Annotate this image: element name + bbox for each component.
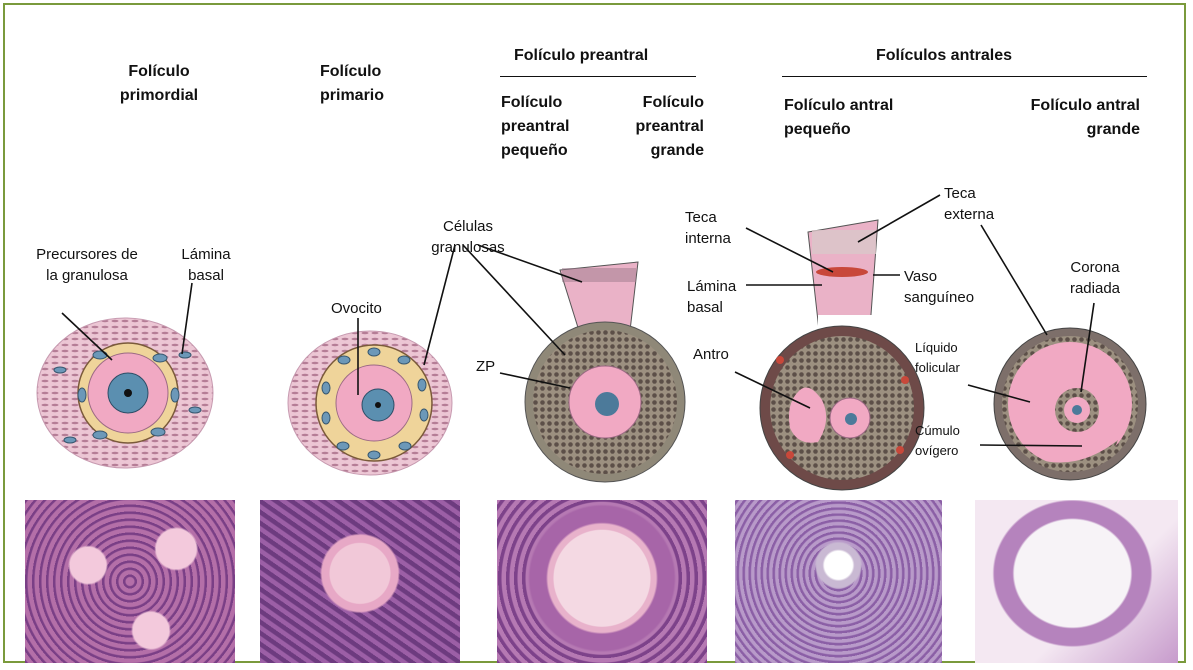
label-celulas-granulosas: Células granulosas	[418, 216, 518, 258]
primordial-follicle-drawing	[37, 318, 213, 468]
small-antral-follicle-drawing	[760, 220, 924, 490]
label-lamina-basal-2: Lámina basal	[687, 276, 747, 318]
label-antro: Antro	[693, 344, 753, 365]
histology-micrograph-antral-pequeno	[735, 500, 942, 663]
antrales-rule	[782, 76, 1147, 77]
header-antral-grande: Folículo antral grande	[1010, 94, 1140, 142]
preantral-follicle-drawing	[525, 262, 685, 482]
large-antral-follicle-drawing	[994, 328, 1146, 480]
label-teca-externa: Teca externa	[944, 183, 1014, 225]
header-preantral: Folículo preantral	[514, 44, 714, 68]
histology-micrograph-antral-grande	[975, 500, 1178, 663]
header-antrales: Folículos antrales	[876, 44, 1076, 68]
header-primario: Folículo primario	[320, 60, 420, 108]
label-cumulo-ovigero: Cúmulo ovígero	[915, 421, 983, 461]
header-antral-pequeno: Folículo antral pequeño	[784, 94, 934, 142]
label-lamina-basal-1: Lámina basal	[176, 244, 236, 286]
header-preantral-pequeno: Folículo preantral pequeño	[501, 91, 601, 163]
label-precursores: Precursores de la granulosa	[32, 244, 142, 286]
label-ovocito: Ovocito	[331, 298, 411, 319]
label-teca-interna: Teca interna	[685, 207, 745, 249]
header-preantral-grande: Folículo preantral grande	[608, 91, 704, 163]
histology-micrograph-preantral	[497, 500, 707, 663]
label-vaso-sanguineo: Vaso sanguíneo	[904, 266, 984, 308]
histology-micrograph-primordial	[25, 500, 235, 663]
label-corona-radiada: Corona radiada	[1057, 257, 1133, 299]
preantral-rule	[500, 76, 696, 77]
label-liquido-folicular: Líquido folicular	[915, 338, 983, 378]
header-primordial: Folículo primordial	[104, 60, 214, 108]
label-zp: ZP	[476, 356, 506, 377]
histology-micrograph-primario	[260, 500, 460, 663]
